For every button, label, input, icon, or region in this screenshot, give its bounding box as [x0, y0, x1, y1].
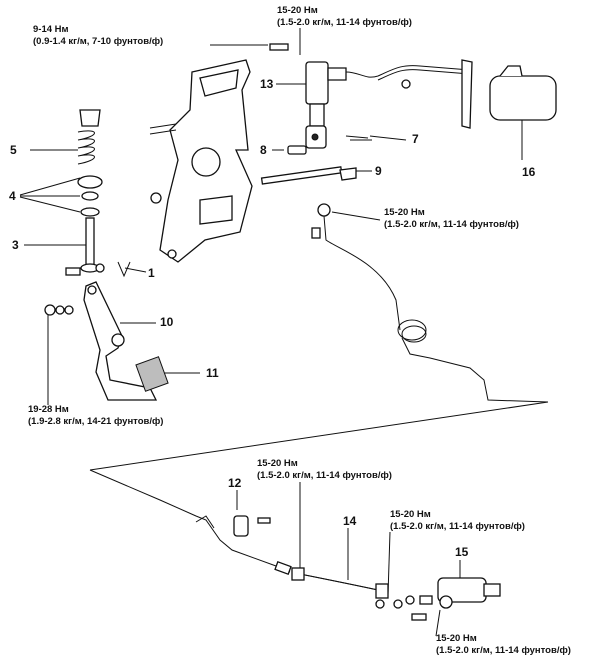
- svg-text:15-20 Нм: 15-20 Нм: [390, 509, 431, 520]
- clutch-hose: [291, 567, 403, 609]
- part-number-5: 5: [10, 143, 17, 157]
- part-number-1: 1: [148, 266, 155, 280]
- svg-text:(1.5-2.0 кг/м, 11-14 фунтов/ф): (1.5-2.0 кг/м, 11-14 фунтов/ф): [390, 521, 525, 532]
- clutch-pedal: [44, 281, 169, 401]
- part-number-11: 11: [206, 366, 219, 380]
- master-cylinder: [269, 43, 347, 149]
- svg-text:9-14 Нм: 9-14 Нм: [33, 24, 69, 35]
- reservoir-assembly: [345, 59, 557, 129]
- part-number-16: 16: [522, 165, 536, 179]
- svg-text:(0.9-1.4 кг/м, 7-10 фунтов/ф): (0.9-1.4 кг/м, 7-10 фунтов/ф): [33, 36, 163, 47]
- torque-label-pipe-joint-upper: 15-20 Нм (1.5-2.0 кг/м, 11-14 фунтов/ф): [384, 207, 519, 230]
- part-number-4: 4: [9, 189, 16, 203]
- part-number-14: 14: [343, 514, 357, 528]
- part-number-15: 15: [455, 545, 469, 559]
- torque-label-hose-joint: 15-20 Нм (1.5-2.0 кг/м, 11-14 фунтов/ф): [390, 509, 525, 532]
- part-number-13: 13: [260, 77, 274, 91]
- torque-label-pedal-bracket: 9-14 Нм (0.9-1.4 кг/м, 7-10 фунтов/ф): [33, 24, 163, 47]
- svg-text:(1.5-2.0 кг/м, 11-14 фунтов/ф): (1.5-2.0 кг/м, 11-14 фунтов/ф): [384, 219, 519, 230]
- upper-pipe: [89, 203, 549, 471]
- pushrod-assembly: [260, 135, 372, 185]
- part-number-3: 3: [12, 238, 19, 252]
- svg-text:(1.5-2.0 кг/м, 11-14 фунтов/ф): (1.5-2.0 кг/м, 11-14 фунтов/ф): [257, 470, 392, 481]
- part-number-8: 8: [260, 143, 267, 157]
- lower-pipe: [89, 469, 292, 575]
- part-number-7: 7: [412, 132, 419, 146]
- torque-label-release-cylinder: 15-20 Нм (1.5-2.0 кг/м, 11-14 фунтов/ф): [436, 633, 571, 656]
- svg-text:15-20 Нм: 15-20 Нм: [384, 207, 425, 218]
- torque-label-pedal-shaft-nut: 19-28 Нм (1.9-2.8 кг/м, 14-21 фунтов/ф): [28, 404, 163, 427]
- release-cylinder: [405, 577, 501, 621]
- svg-text:(1.5-2.0 кг/м, 11-14 фунтов/ф): (1.5-2.0 кг/м, 11-14 фунтов/ф): [436, 645, 571, 656]
- torque-label-master-cylinder: 15-20 Нм (1.5-2.0 кг/м, 11-14 фунтов/ф): [277, 5, 412, 28]
- clevis-parts: [65, 109, 131, 278]
- part-number-10: 10: [160, 315, 174, 329]
- svg-text:(1.9-2.8 кг/м, 14-21 фунтов/ф): (1.9-2.8 кг/м, 14-21 фунтов/ф): [28, 416, 163, 427]
- pedal-bracket: [149, 59, 253, 263]
- svg-text:15-20 Нм: 15-20 Нм: [277, 5, 318, 16]
- part-number-9: 9: [375, 164, 382, 178]
- svg-text:15-20 Нм: 15-20 Нм: [436, 633, 477, 644]
- svg-text:19-28 Нм: 19-28 Нм: [28, 404, 69, 415]
- svg-text:15-20 Нм: 15-20 Нм: [257, 458, 298, 469]
- part-number-12: 12: [228, 476, 242, 490]
- svg-text:(1.5-2.0 кг/м, 11-14 фунтов/ф): (1.5-2.0 кг/м, 11-14 фунтов/ф): [277, 17, 412, 28]
- torque-label-pipe-bracket: 15-20 Нм (1.5-2.0 кг/м, 11-14 фунтов/ф): [257, 458, 392, 481]
